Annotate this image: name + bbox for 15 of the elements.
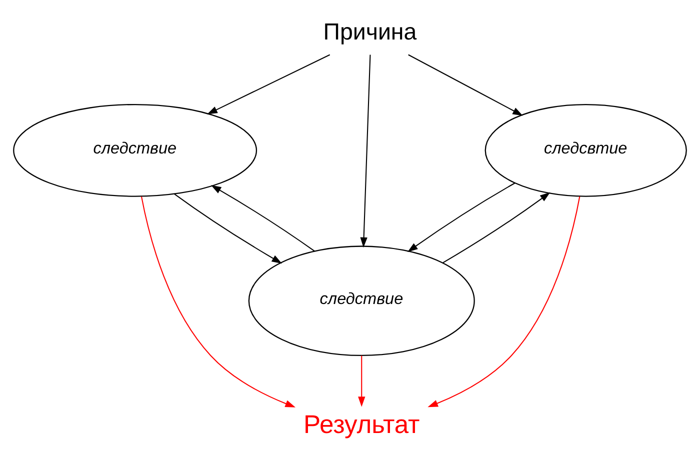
node-text: Результат [304, 410, 420, 439]
arrow [408, 182, 516, 252]
arrow [207, 54, 330, 114]
arrow [408, 54, 523, 116]
arrow [140, 196, 296, 408]
node-ellipse: следствие [248, 246, 475, 356]
node-ellipse: следствие [13, 104, 258, 197]
node-text: Причина [323, 18, 417, 44]
arrow [442, 192, 550, 264]
arrow [358, 356, 366, 407]
node-ellipse: следсвтие [484, 104, 687, 197]
arrow [360, 54, 371, 248]
arrow [428, 196, 580, 408]
arrow [174, 194, 282, 264]
arrow [210, 185, 315, 252]
